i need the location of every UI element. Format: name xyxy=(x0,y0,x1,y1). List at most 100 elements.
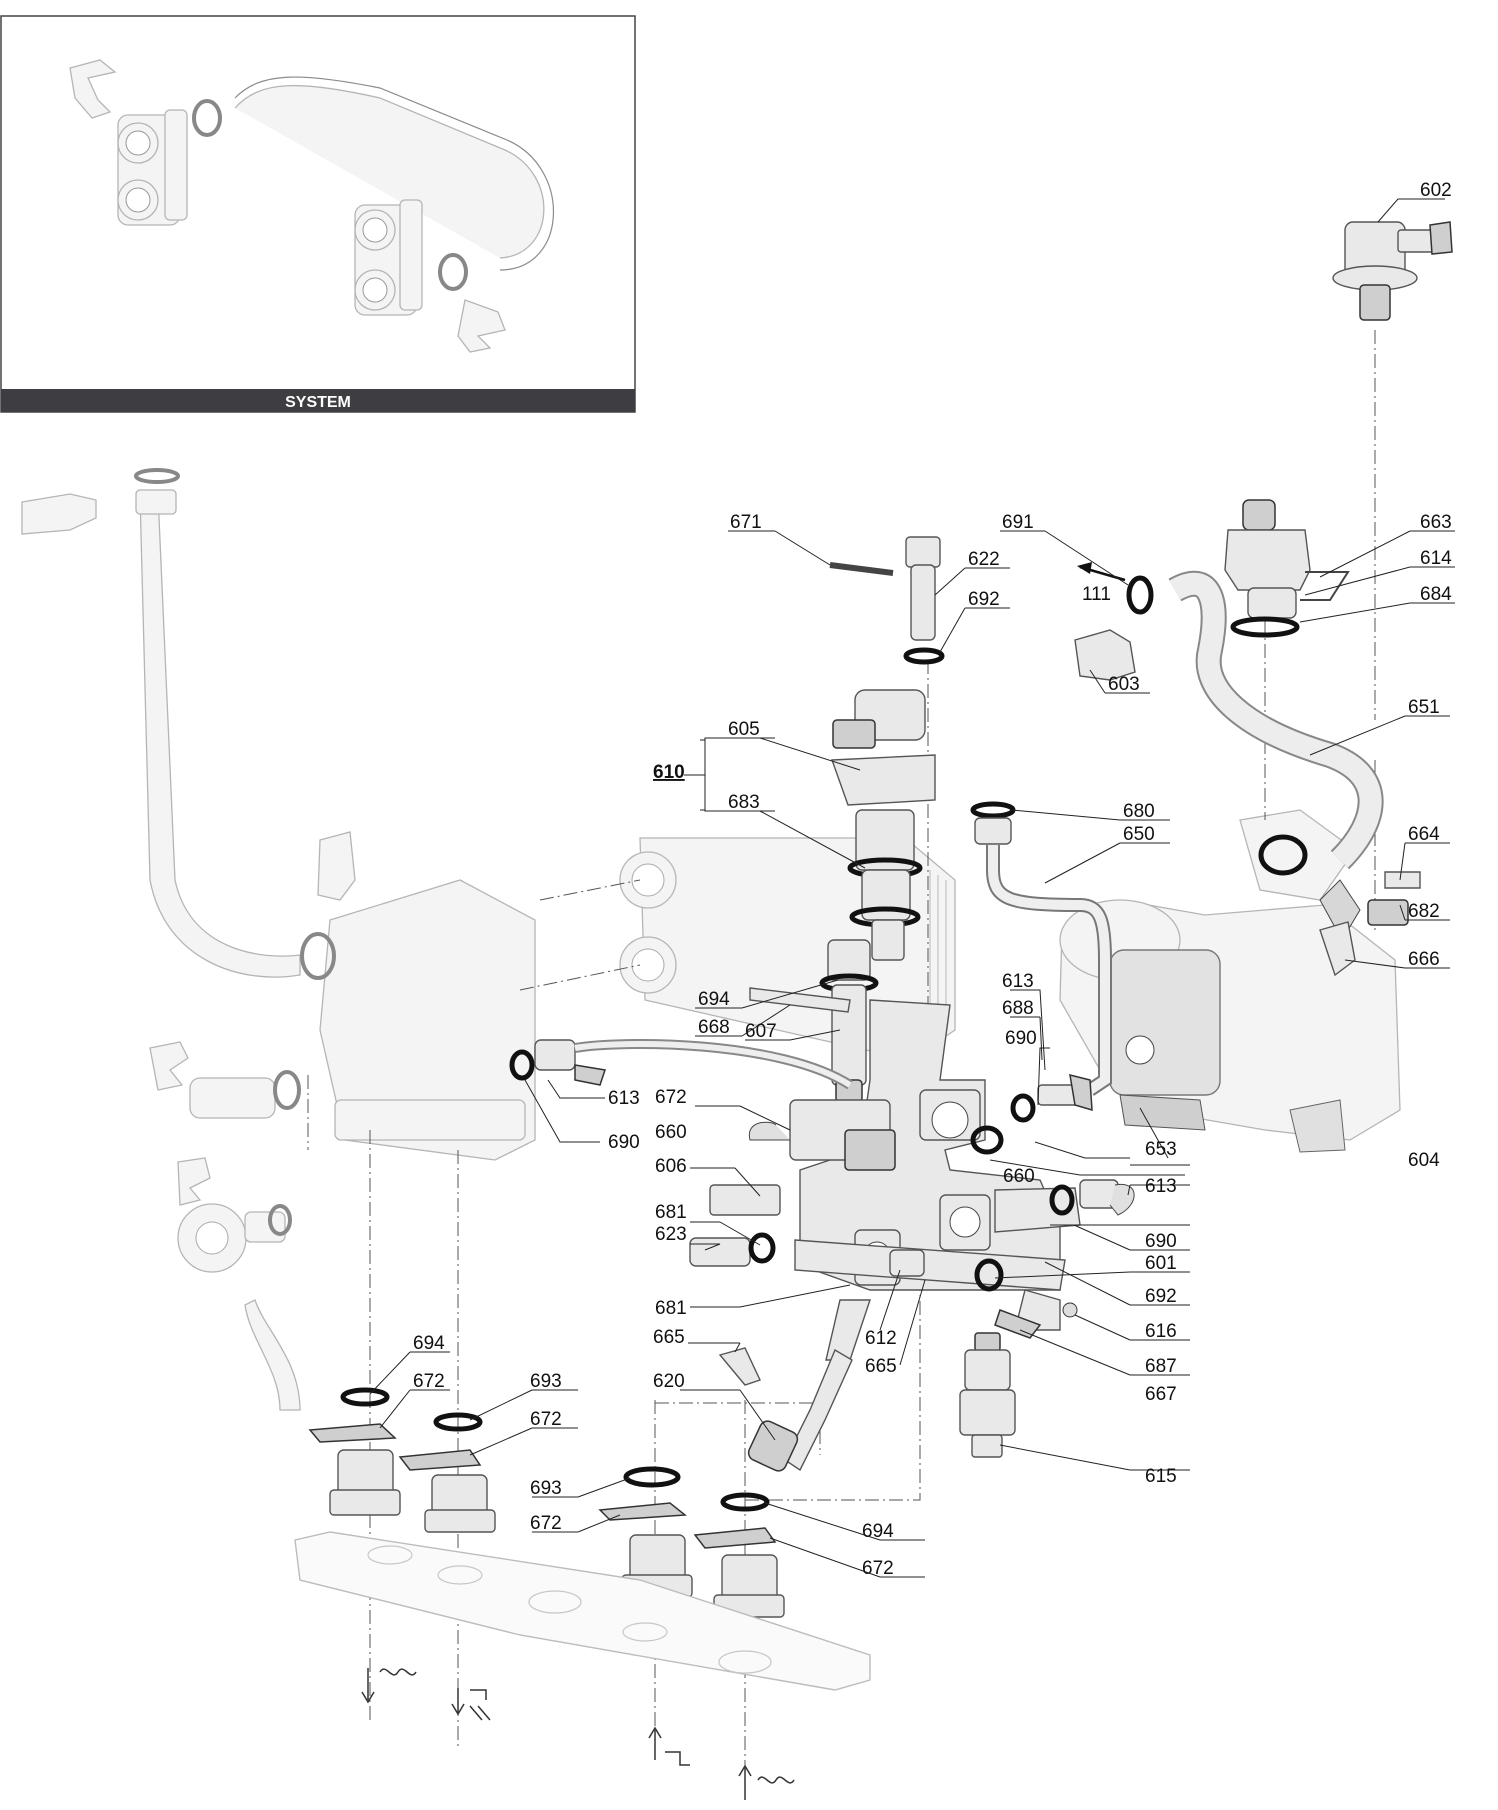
label-667: 667 xyxy=(1145,1384,1177,1405)
label-651: 651 xyxy=(1408,697,1440,718)
oring-660a xyxy=(970,1125,1004,1155)
label-694a: 694 xyxy=(698,989,730,1010)
label-671: 671 xyxy=(730,512,762,533)
pressure-switch-602 xyxy=(1332,221,1453,321)
label-622: 622 xyxy=(968,549,1000,570)
inset-manifold-right xyxy=(354,199,423,316)
label-672d: 672 xyxy=(530,1513,562,1534)
oring-692-top xyxy=(903,647,945,665)
label-604: 604 xyxy=(1408,1150,1440,1171)
label-665b: 665 xyxy=(865,1356,897,1377)
label-664: 664 xyxy=(1408,824,1440,845)
valve-615 xyxy=(959,1332,1016,1458)
ghost-clip-valve xyxy=(317,831,356,901)
label-605: 605 xyxy=(728,719,760,740)
clip-603 xyxy=(1074,629,1136,681)
clip-665 xyxy=(718,1347,761,1386)
nut-650 xyxy=(974,817,1012,845)
label-692b: 692 xyxy=(1145,1286,1177,1307)
ghost-oring-tap xyxy=(268,1204,292,1236)
label-694b: 694 xyxy=(413,1333,445,1354)
oring-691 xyxy=(1126,575,1154,615)
label-672c: 672 xyxy=(530,1409,562,1430)
label-111: 111 xyxy=(1082,584,1111,605)
label-614: 614 xyxy=(1420,548,1452,569)
clip-667 xyxy=(994,1309,1042,1339)
label-687: 687 xyxy=(1145,1356,1177,1377)
inset-clip-right xyxy=(457,299,506,353)
mounting-plate-holes xyxy=(367,1545,772,1674)
label-680: 680 xyxy=(1123,801,1155,822)
bottom-fitting-2 xyxy=(398,1412,496,1533)
pipe-651-fill xyxy=(1169,572,1382,868)
label-688: 688 xyxy=(1002,998,1034,1019)
clip-672-main xyxy=(748,1121,790,1141)
bottom-fitting-1 xyxy=(308,1387,401,1516)
inset-pipe xyxy=(234,84,545,259)
label-601: 601 xyxy=(1145,1253,1177,1274)
flow-symbols xyxy=(361,1668,795,1800)
ghost-clip-top xyxy=(21,493,97,535)
label-690a: 690 xyxy=(1005,1028,1037,1049)
drain-knob-620 xyxy=(747,1420,799,1472)
label-683: 683 xyxy=(728,792,760,813)
label-665a: 665 xyxy=(653,1327,685,1348)
label-682: 682 xyxy=(1408,901,1440,922)
system-inset: SYSTEM xyxy=(0,15,636,413)
actuator-605 xyxy=(831,689,936,806)
part-labels: 602 663 614 684 671 622 692 691 603 651 … xyxy=(413,180,1452,1579)
ghost-oring-sensor xyxy=(273,1070,301,1110)
bottom-fitting-4 xyxy=(693,1492,785,1618)
label-693a: 693 xyxy=(530,1371,562,1392)
clip-664 xyxy=(1384,871,1421,889)
label-616: 616 xyxy=(1145,1321,1177,1342)
mounting-plate xyxy=(294,1531,871,1691)
oring-690a xyxy=(1010,1093,1036,1123)
label-694c: 694 xyxy=(862,1521,894,1542)
label-690c: 690 xyxy=(1145,1231,1177,1252)
label-613b: 613 xyxy=(608,1088,640,1109)
ghost-valve-body xyxy=(319,879,536,1161)
label-681a: 681 xyxy=(655,1202,687,1223)
inset-manifold-left xyxy=(117,109,188,226)
clip-613c xyxy=(1109,1183,1135,1216)
label-606: 606 xyxy=(655,1156,687,1177)
inset-oring-left xyxy=(192,99,222,137)
filter-612 xyxy=(889,1249,925,1277)
fitting-613-left xyxy=(534,1038,853,1090)
arrow-111-head xyxy=(1077,562,1092,574)
label-613c: 613 xyxy=(1145,1176,1177,1197)
label-684: 684 xyxy=(1420,584,1452,605)
sensor-622 xyxy=(905,536,941,641)
label-681b: 681 xyxy=(655,1298,687,1319)
clip-613a xyxy=(1069,1073,1093,1112)
label-620: 620 xyxy=(653,1371,685,1392)
screw-687 xyxy=(1062,1302,1078,1318)
label-693b: 693 xyxy=(530,1478,562,1499)
label-603: 603 xyxy=(1108,674,1140,695)
ghost-tap-knob xyxy=(195,1221,229,1255)
ghost-oring-top xyxy=(134,468,180,484)
inset-caption-bar xyxy=(1,389,635,412)
ghost-long-pipe xyxy=(139,494,301,978)
label-660b: 660 xyxy=(1003,1166,1035,1187)
label-602: 602 xyxy=(1420,180,1452,201)
alignment-lines xyxy=(307,330,1376,1780)
bracket-610 xyxy=(700,739,706,811)
tap-symbol-1 xyxy=(470,1689,487,1700)
drain-body xyxy=(825,1299,871,1361)
ghost-valve-base xyxy=(334,1099,526,1141)
pump-assembly xyxy=(1059,809,1401,1153)
label-653: 653 xyxy=(1145,1139,1177,1160)
drain-stem xyxy=(784,1348,853,1472)
label-607: 607 xyxy=(745,1021,777,1042)
label-663: 663 xyxy=(1420,512,1452,533)
pipe-650-fill xyxy=(988,845,1110,1095)
oring-684 xyxy=(1230,616,1300,638)
ghost-clip-mid xyxy=(149,1041,189,1091)
plug-682 xyxy=(1367,899,1409,926)
inset-clip-left xyxy=(69,59,117,119)
label-672b: 672 xyxy=(413,1371,445,1392)
inset-pipe-edge xyxy=(234,76,554,271)
